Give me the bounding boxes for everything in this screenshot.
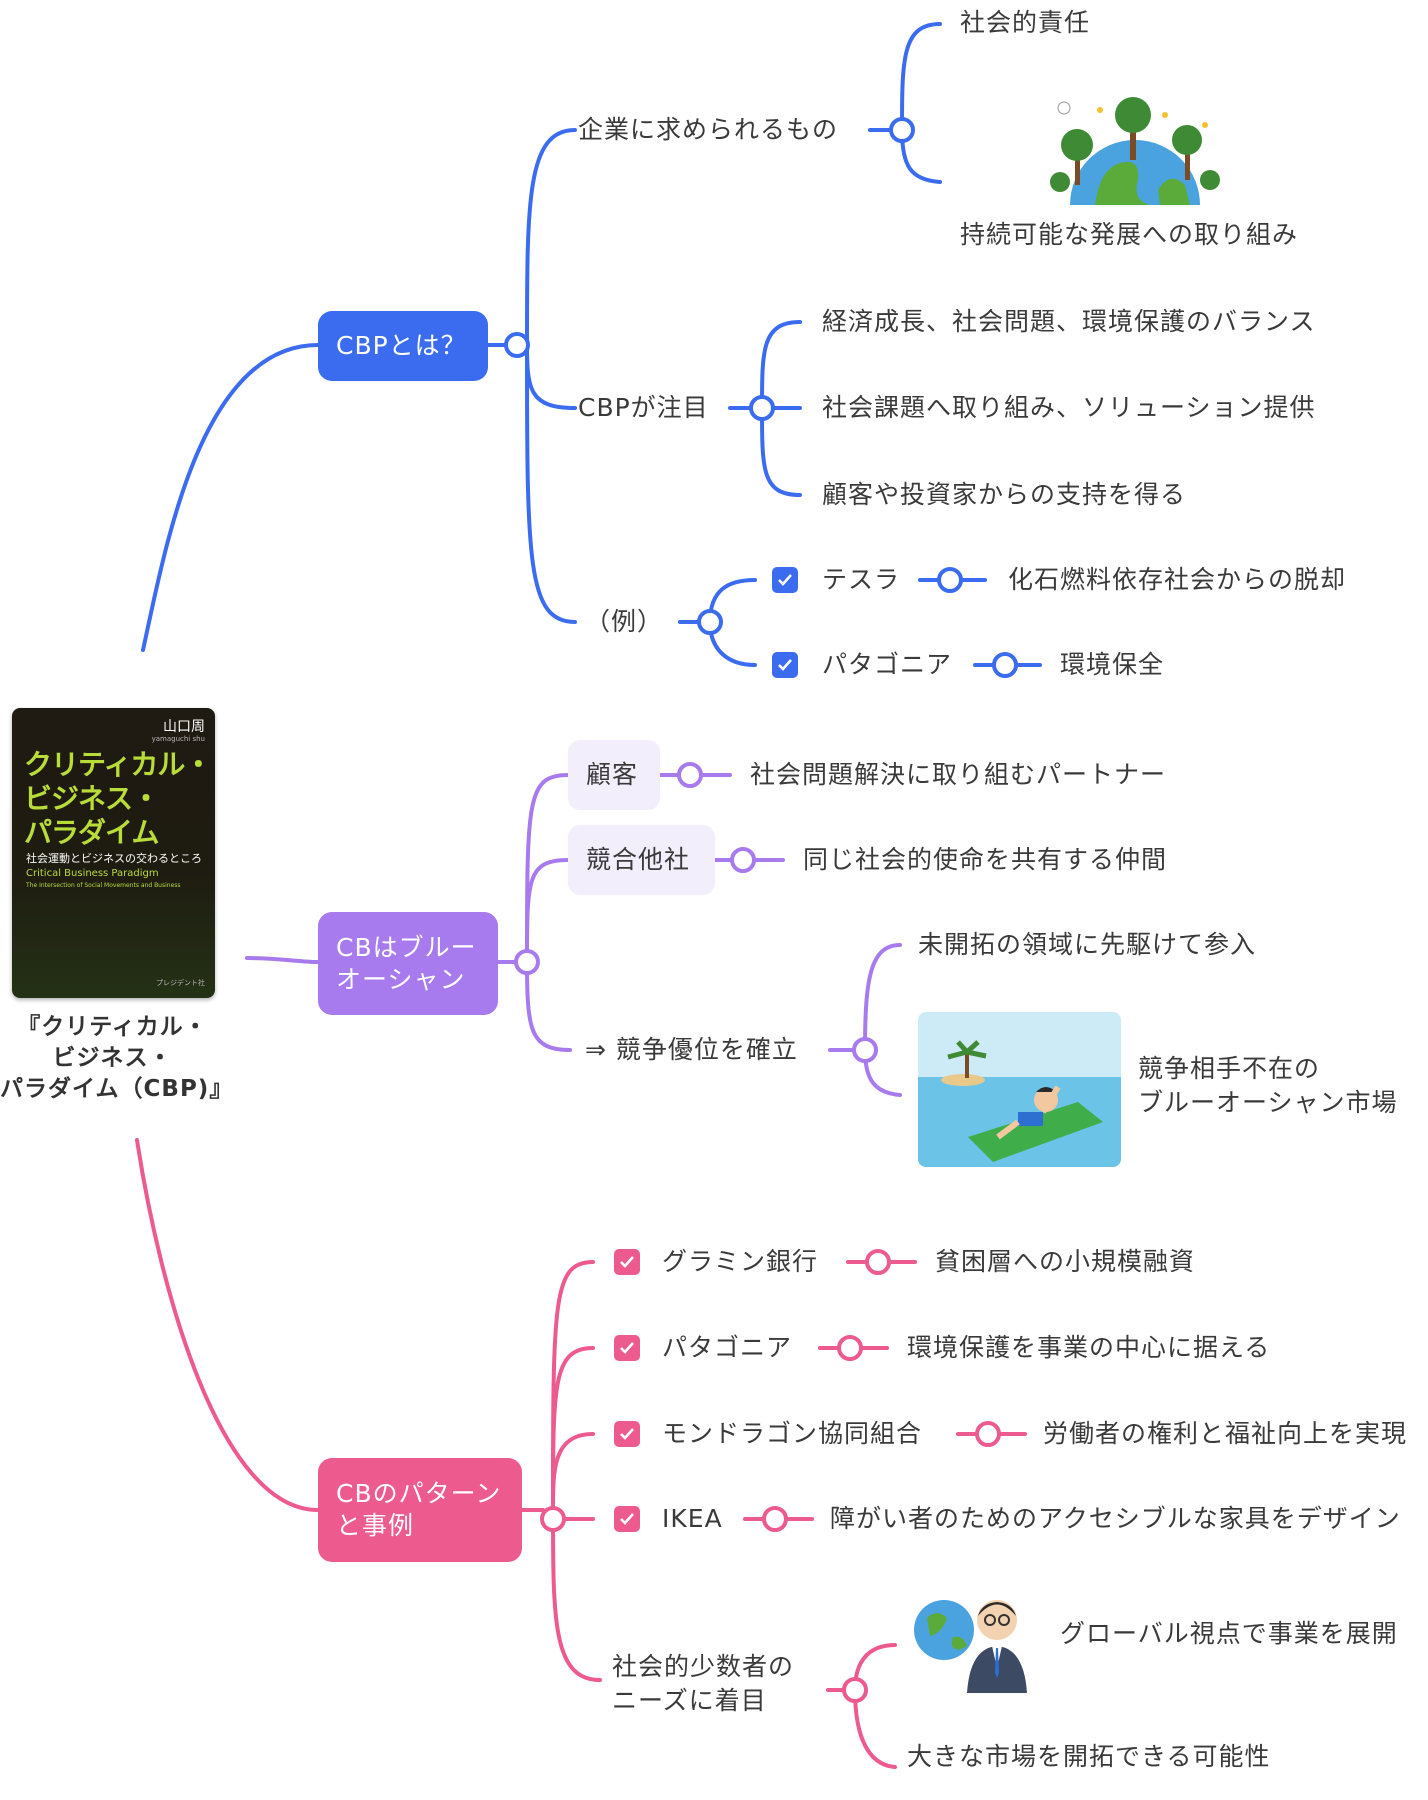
topic-competitor[interactable]: 競合他社: [568, 825, 715, 895]
case-grameen-bank[interactable]: グラミン銀行: [662, 1247, 819, 1276]
blue-ocean-image: [918, 1012, 1121, 1167]
case-patagonia-value[interactable]: 環境保護を事業の中心に据える: [907, 1333, 1271, 1362]
topic-blue-ocean-market[interactable]: 競争相手不在の ブルーオーシャン市場: [1138, 1054, 1398, 1117]
book-author: 山口周: [163, 719, 205, 735]
case-ikea[interactable]: IKEA: [662, 1504, 723, 1533]
topic-examples[interactable]: （例）: [585, 607, 664, 636]
branch-blue-ocean-topic[interactable]: CBはブルー オーシャン: [318, 912, 498, 1015]
book-cover-image: 山口周 yamaguchi shu クリティカル・ ビジネス・ パラダイム 社会…: [12, 708, 215, 998]
topic-customer-value[interactable]: 社会問題解決に取り組むパートナー: [750, 760, 1167, 789]
checkbox-icon[interactable]: [614, 1506, 640, 1532]
topic-minority-needs[interactable]: 社会的少数者の ニーズに着目: [612, 1652, 795, 1715]
topic-customer[interactable]: 顧客: [568, 740, 660, 810]
book-subtitle: 社会運動とビジネスの交わるところ: [26, 852, 202, 865]
book-publisher: プレジデント社: [156, 979, 205, 987]
topic-sustainable-development[interactable]: 持続可能な発展への取り組み: [960, 220, 1299, 249]
case-mondragon-value[interactable]: 労働者の権利と福祉向上を実現: [1043, 1419, 1408, 1448]
book-title: クリティカル・ ビジネス・ パラダイム: [24, 748, 212, 849]
checkbox-icon[interactable]: [614, 1335, 640, 1361]
example-patagonia[interactable]: パタゴニア: [822, 650, 953, 679]
topic-competitor-value[interactable]: 同じ社会的使命を共有する仲間: [803, 845, 1168, 874]
checkbox-icon[interactable]: [614, 1249, 640, 1275]
book-subtitle-en: The Intersection of Social Movements and…: [26, 882, 181, 889]
case-patagonia[interactable]: パタゴニア: [662, 1333, 793, 1362]
book-author-romaji: yamaguchi shu: [151, 735, 205, 743]
topic-pioneer[interactable]: 未開拓の領域に先駆けて参入: [918, 930, 1257, 959]
example-tesla-value[interactable]: 化石燃料依存社会からの脱却: [1008, 565, 1347, 594]
branch-patterns-topic[interactable]: CBのパターン と事例: [318, 1458, 522, 1562]
topic-corporate-requirements[interactable]: 企業に求められるもの: [578, 115, 839, 144]
topic-large-market[interactable]: 大きな市場を開拓できる可能性: [907, 1742, 1271, 1771]
checkbox-icon[interactable]: [614, 1421, 640, 1447]
topic-social-responsibility[interactable]: 社会的責任: [960, 8, 1091, 37]
branch-cbp-topic[interactable]: CBPとは？: [318, 311, 488, 381]
case-mondragon[interactable]: モンドラゴン協同組合: [662, 1419, 923, 1448]
globe-businessman-image: [914, 1600, 1027, 1693]
topic-competitive-advantage[interactable]: ⇒ 競争優位を確立: [585, 1035, 798, 1064]
topic-balance[interactable]: 経済成長、社会問題、環境保護のバランス: [822, 307, 1316, 336]
book-title-en: Critical Business Paradigm: [26, 868, 159, 879]
topic-support[interactable]: 顧客や投資家からの支持を得る: [822, 480, 1187, 509]
example-patagonia-value[interactable]: 環境保全: [1060, 650, 1165, 679]
topic-solutions[interactable]: 社会課題へ取り組み、ソリューション提供: [822, 393, 1316, 422]
case-grameen-bank-value[interactable]: 貧困層への小規模融資: [935, 1247, 1196, 1276]
checkbox-icon[interactable]: [772, 567, 798, 593]
earth-trees-image: [1050, 97, 1220, 205]
topic-global-perspective[interactable]: グローバル視点で事業を展開: [1060, 1619, 1398, 1648]
checkbox-icon[interactable]: [772, 652, 798, 678]
root-topic-label[interactable]: 『クリティカル・ ビジネス・ パラダイム（CBP)』: [0, 1014, 234, 1102]
example-tesla[interactable]: テスラ: [822, 565, 901, 594]
case-ikea-value[interactable]: 障がい者のためのアクセシブルな家具をデザイン: [830, 1504, 1401, 1533]
topic-cbp-attention[interactable]: CBPが注目: [578, 393, 709, 422]
